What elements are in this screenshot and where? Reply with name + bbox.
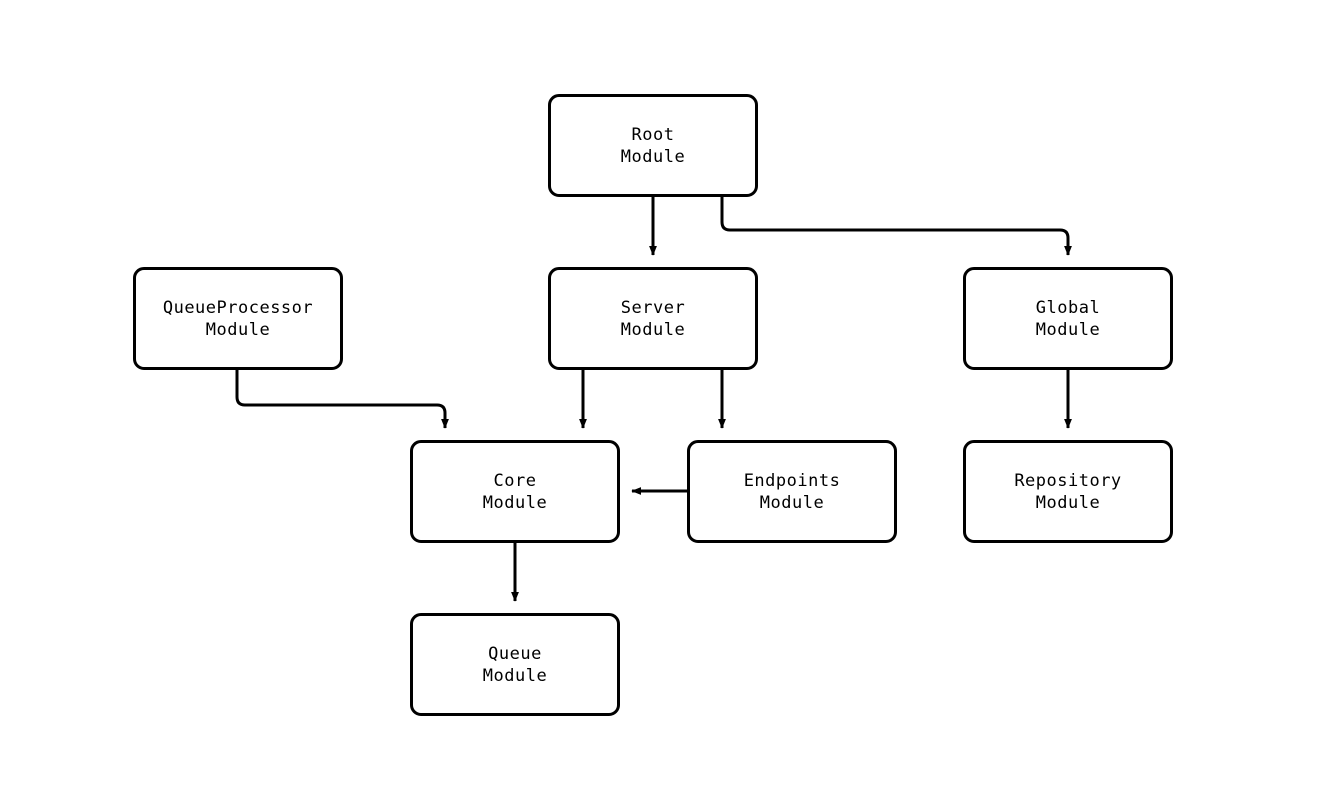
node-label-line2: Module — [1035, 319, 1101, 340]
node-label-line1: Endpoints — [743, 470, 841, 491]
node-label-line2: Module — [205, 319, 271, 340]
node-root-module[interactable]: Root Module — [548, 94, 758, 197]
node-label-line1: Repository — [1014, 470, 1122, 491]
node-label-line2: Module — [620, 319, 686, 340]
node-label-line2: Module — [482, 492, 548, 513]
node-queueprocessor-module[interactable]: QueueProcessor Module — [133, 267, 343, 370]
node-label-line2: Module — [1035, 492, 1101, 513]
node-label-line2: Module — [620, 146, 686, 167]
node-label-line1: Core — [493, 470, 537, 491]
node-endpoints-module[interactable]: Endpoints Module — [687, 440, 897, 543]
node-label-line1: Root — [631, 124, 675, 145]
node-queue-module[interactable]: Queue Module — [410, 613, 620, 716]
node-label-line1: Queue — [488, 643, 542, 664]
node-label-line1: Global — [1035, 297, 1101, 318]
node-label-line2: Module — [482, 665, 548, 686]
node-core-module[interactable]: Core Module — [410, 440, 620, 543]
node-label-line2: Module — [759, 492, 825, 513]
node-label-line1: QueueProcessor — [162, 297, 314, 318]
edge-root-to-global — [720, 197, 1072, 256]
node-global-module[interactable]: Global Module — [963, 267, 1173, 370]
node-label-line1: Server — [620, 297, 686, 318]
node-server-module[interactable]: Server Module — [548, 267, 758, 370]
node-repository-module[interactable]: Repository Module — [963, 440, 1173, 543]
edge-queueprocessor-to-core — [235, 370, 449, 429]
